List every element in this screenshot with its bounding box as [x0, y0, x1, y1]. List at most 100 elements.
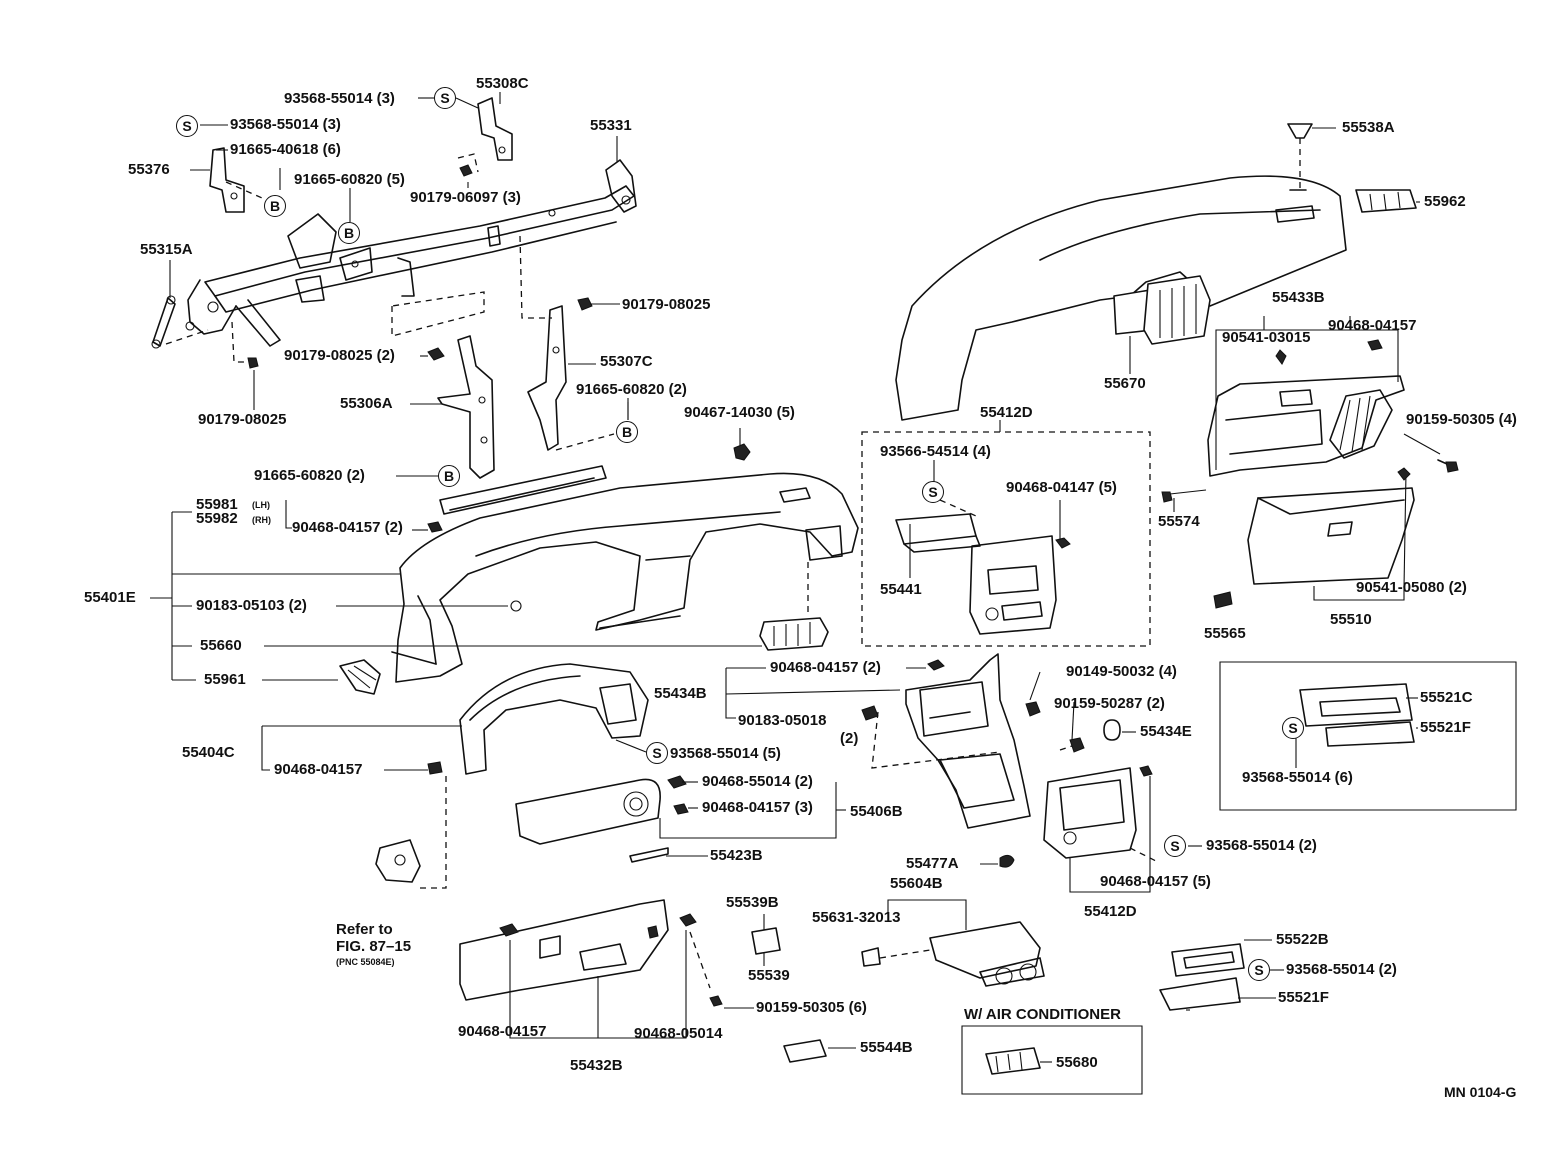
- symbol-s-p66: S: [1248, 959, 1270, 981]
- part-label: 93568-55014 (6): [1242, 769, 1353, 786]
- part-label: 55521F: [1420, 719, 1471, 736]
- part-label: 90467-14030 (5): [684, 404, 795, 421]
- part-label: 55376: [128, 161, 170, 178]
- part-label: 90149-50032 (4): [1066, 663, 1177, 680]
- symbol-s-p3: S: [176, 115, 198, 137]
- part-label: 55433B: [1272, 289, 1325, 306]
- part-label: 90468-04157: [274, 761, 363, 778]
- part-label: 90179-08025: [198, 411, 287, 428]
- part-label: 93568-55014 (3): [230, 116, 341, 133]
- part-label: 55423B: [710, 847, 763, 864]
- part-label: 55432B: [570, 1057, 623, 1074]
- symbol-s-p49: S: [1282, 717, 1304, 739]
- vent-55521c: [1299, 683, 1415, 747]
- part-label: 91665-40618 (6): [230, 141, 341, 158]
- part-label: 90159-50305 (6): [756, 999, 867, 1016]
- bracket-55308c: [477, 97, 513, 161]
- part-label: 55521C: [1420, 689, 1473, 706]
- part-label: 55631-32013: [812, 909, 901, 926]
- part-label: 55539B: [726, 894, 779, 911]
- glove-box-housing-55433b: [1207, 375, 1405, 477]
- glove-box-door-55510: [1247, 487, 1415, 585]
- refer-line-3: (PNC 55084E): [336, 957, 395, 967]
- finish-panel-55406b: [515, 778, 661, 845]
- duct-55670: [1113, 275, 1211, 345]
- part-label: 90468-04157: [1328, 317, 1417, 334]
- radio-bracket-55441: [895, 513, 981, 553]
- part-label: 90179-06097 (3): [410, 189, 521, 206]
- part-label: 90541-03015: [1222, 329, 1311, 346]
- center-cluster-55412d-upper: [969, 535, 1057, 635]
- part-label: 93568-55014 (2): [1206, 837, 1317, 854]
- part-label: 55306A: [340, 395, 393, 412]
- ashtray-55604b: [929, 921, 1045, 987]
- part-label: 55680: [1056, 1054, 1098, 1071]
- part-label: 55604B: [890, 875, 943, 892]
- part-label: 55401E: [84, 589, 136, 606]
- part-label: 90468-04157 (2): [770, 659, 881, 676]
- part-label: 93568-55014 (2): [1286, 961, 1397, 978]
- part-label: 55522B: [1276, 931, 1329, 948]
- side-mark-rh: (RH): [252, 515, 271, 525]
- part-label: 55961: [204, 671, 246, 688]
- part-label: 90468-04157 (5): [1100, 873, 1211, 890]
- symbol-s-p1: S: [434, 87, 456, 109]
- part-label: 55670: [1104, 375, 1146, 392]
- part-label: 90183-05018: [738, 712, 827, 729]
- part-label: 93568-55014 (3): [284, 90, 395, 107]
- part-label: 55510: [1330, 611, 1372, 628]
- vent-55962: [1355, 189, 1417, 213]
- brace-55307c: [527, 305, 567, 451]
- part-label: (2): [840, 730, 859, 747]
- instrument-panel-55401e: [391, 465, 859, 683]
- symbol-b-p17: B: [438, 465, 460, 487]
- refer-line-1: Refer to: [336, 921, 393, 938]
- part-label: 55982: [196, 510, 238, 527]
- symbol-s-p59: S: [1164, 835, 1186, 857]
- console-panel-55434b: [905, 653, 1031, 829]
- brace-55315a: [151, 295, 176, 349]
- part-label: 91665-60820 (2): [254, 467, 365, 484]
- center-cluster-55412d: [1043, 767, 1137, 859]
- part-label: 55539: [748, 967, 790, 984]
- part-label: 55538A: [1342, 119, 1395, 136]
- part-label: 90468-04157 (2): [292, 519, 403, 536]
- part-label: 55565: [1204, 625, 1246, 642]
- part-label: 55406B: [850, 803, 903, 820]
- part-label: 90183-05103 (2): [196, 597, 307, 614]
- symbol-b-p6: B: [338, 222, 360, 244]
- part-label: 55434E: [1140, 723, 1192, 740]
- part-label: 91665-60820 (5): [294, 171, 405, 188]
- part-label: 90468-05014: [634, 1025, 723, 1042]
- part-label: 90159-50305 (4): [1406, 411, 1517, 428]
- part-label: 55477A: [906, 855, 959, 872]
- part-label: 90468-04157: [458, 1023, 547, 1040]
- part-label: 93566-54514 (4): [880, 443, 991, 460]
- part-label: 55660: [200, 637, 242, 654]
- part-label: 55434B: [654, 685, 707, 702]
- vent-55660: [759, 617, 829, 651]
- cluster-hood-55404c: [459, 663, 649, 775]
- bracket-55376: [209, 147, 245, 213]
- part-label: 90468-04147 (5): [1006, 479, 1117, 496]
- part-label: 55412D: [1084, 903, 1137, 920]
- part-label: 55574: [1158, 513, 1200, 530]
- part-label: 55315A: [140, 241, 193, 258]
- part-label: 91665-60820 (2): [576, 381, 687, 398]
- part-label: 55544B: [860, 1039, 913, 1056]
- part-label: 55521F: [1278, 989, 1329, 1006]
- part-label: 90468-55014 (2): [702, 773, 813, 790]
- part-label: 55404C: [182, 744, 235, 761]
- part-label: 55441: [880, 581, 922, 598]
- part-label: 55308C: [476, 75, 529, 92]
- refer-part: [375, 839, 421, 883]
- symbol-s-p32: S: [922, 481, 944, 503]
- part-label: 90541-05080 (2): [1356, 579, 1467, 596]
- refer-line-2: FIG. 87–15: [336, 938, 412, 955]
- figure-code: MN 0104-G: [1444, 1084, 1517, 1100]
- part-label: 55331: [590, 117, 632, 134]
- lower-panel-55432b: [459, 899, 669, 1001]
- brace-55306a: [437, 335, 495, 479]
- part-label: 55981: [196, 496, 238, 513]
